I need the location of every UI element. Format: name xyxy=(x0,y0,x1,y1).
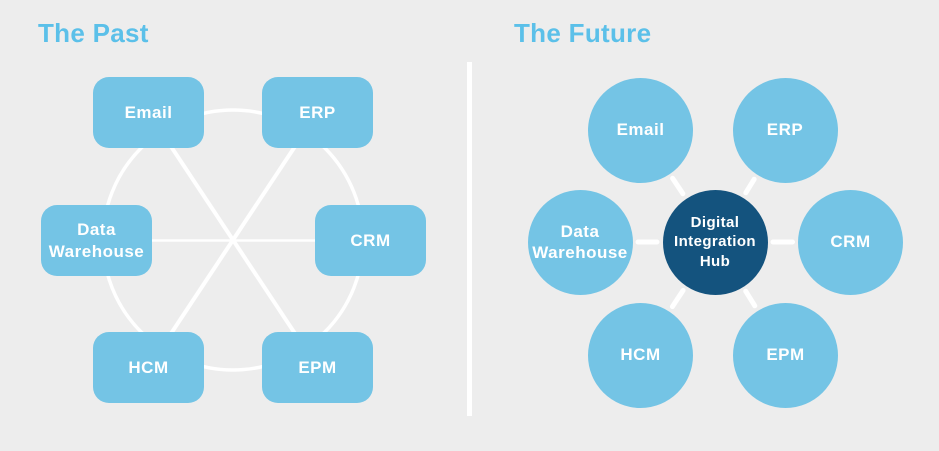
past-node-hcm: HCM xyxy=(93,332,204,403)
past-node-epm: EPM xyxy=(262,332,373,403)
future-spoke-hcm xyxy=(669,287,686,310)
future-node-email: Email xyxy=(588,77,693,183)
future-panel-title: The Future xyxy=(514,18,652,48)
past-node-erp: ERP xyxy=(262,77,373,148)
past-node-crm: CRM xyxy=(315,205,426,276)
future-node-label-crm: CRM xyxy=(830,232,871,252)
past-panel-title: The Past xyxy=(38,18,149,48)
past-node-email: Email xyxy=(93,77,204,148)
future-node-label-data-warehouse: Data Warehouse xyxy=(532,221,628,262)
future-spoke-email xyxy=(670,175,686,197)
future-spoke-epm xyxy=(743,288,758,309)
future-node-label-erp: ERP xyxy=(766,120,804,140)
panel-divider xyxy=(467,62,472,416)
past-node-label-data-warehouse: Data Warehouse xyxy=(48,220,145,261)
future-node-data-warehouse: Data Warehouse xyxy=(527,189,633,295)
hub-label: Digital Integration Hub xyxy=(674,213,756,270)
digital-integration-hub-node: Digital Integration Hub xyxy=(662,189,768,295)
future-node-erp: ERP xyxy=(732,77,838,183)
future-node-epm: EPM xyxy=(733,302,838,408)
future-node-label-email: Email xyxy=(616,120,665,140)
past-node-label-erp: ERP xyxy=(299,102,336,122)
future-node-label-epm: EPM xyxy=(766,345,805,365)
future-node-crm: CRM xyxy=(798,189,903,295)
past-node-label-epm: EPM xyxy=(298,357,337,377)
past-node-data-warehouse: Data Warehouse xyxy=(41,205,152,276)
past-node-label-hcm: HCM xyxy=(128,357,169,377)
future-spoke-erp xyxy=(743,176,757,196)
future-node-hcm: HCM xyxy=(588,302,693,408)
future-node-label-hcm: HCM xyxy=(620,345,661,365)
past-node-label-email: Email xyxy=(124,102,173,122)
past-node-label-crm: CRM xyxy=(350,230,391,250)
